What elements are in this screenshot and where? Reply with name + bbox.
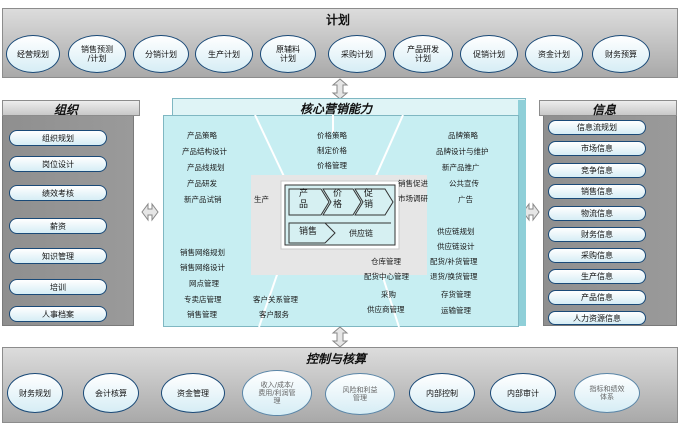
information-item[interactable]: 财务信息 [548,227,646,242]
price-label: 价格策略 [317,131,347,140]
plan-title: 计划 [326,13,351,27]
organization-title: 组织 [54,103,79,117]
supply-label: 存货管理 [441,290,471,299]
plan-item[interactable]: 生产计划 [195,35,253,73]
control-item[interactable]: 风险和利益 管理 [325,373,395,415]
sales-label: 网点管理 [189,279,219,288]
warehouse-label: 仓库管理 [371,257,401,266]
warehouse-label: 供应商管理 [367,305,405,314]
plan-item[interactable]: 促销计划 [460,35,518,73]
double-arrow-icon [331,78,349,100]
product-label: 产品研发 [187,179,217,188]
control-item[interactable]: 内部控制 [409,373,475,413]
center-product: 产品 [299,189,309,210]
sales-label: 销售管理 [187,310,217,319]
information-item[interactable]: 市场信息 [548,141,646,156]
promo-label: 新产品推广 [442,163,480,172]
price-label: 制定价格 [317,146,347,155]
promo-label: 公共宣传 [449,179,479,188]
sales-label: 销售网络规划 [180,248,225,257]
center-supply: 供应链 [349,229,373,238]
information-item[interactable]: 产品信息 [548,290,646,305]
price-label: 价格管理 [317,161,347,170]
customer-label: 客户关系管理 [253,295,298,304]
warehouse-label: 采购 [381,290,396,299]
information-item[interactable]: 竞争信息 [548,163,646,178]
information-title: 信息 [592,103,617,117]
organization-item[interactable]: 薪资 [9,218,107,234]
control-item[interactable]: 收入/成本/ 费用/利润管 理 [242,370,312,416]
control-item[interactable]: 内部审计 [490,373,556,413]
center-price: 价格 [333,189,343,210]
information-item[interactable]: 物流信息 [548,206,646,221]
promo-label: 广告 [458,195,473,204]
sales-promotion-label: 销售促进 [398,179,428,188]
information-header [539,100,677,116]
organization-item[interactable]: 岗位设计 [9,156,107,172]
supply-label: 配货/补货管理 [430,257,478,266]
core-divider-lines [251,115,427,327]
control-item[interactable]: 会计核算 [83,373,139,413]
control-title: 控制与核算 [306,352,367,366]
plan-item[interactable]: 资金计划 [525,35,583,73]
warehouse-label: 配货中心管理 [364,272,409,281]
control-item[interactable]: 指标和绩效 体系 [574,373,640,413]
plan-item[interactable]: 原辅料 计划 [260,35,316,73]
product-label: 产品线规划 [187,163,225,172]
control-item[interactable]: 财务规划 [7,373,63,413]
organization-header [2,100,140,116]
plan-item[interactable]: 采购计划 [328,35,386,73]
plan-item[interactable]: 分销计划 [133,35,189,73]
information-item[interactable]: 销售信息 [548,184,646,199]
plan-item[interactable]: 销售预测 /计划 [68,35,126,73]
market-research-label: 市场调研 [398,194,428,203]
center-sales: 销售 [299,227,318,237]
organization-item[interactable]: 人事档案 [9,306,107,322]
organization-item[interactable]: 培训 [9,279,107,295]
promo-label: 品牌策略 [448,131,478,140]
information-item[interactable]: 采购信息 [548,248,646,263]
control-item[interactable]: 资金管理 [161,373,225,413]
sales-label: 销售网络设计 [180,263,225,272]
product-label: 产品结构设计 [182,147,227,156]
supply-label: 供应链设计 [437,242,475,251]
sales-label: 专卖店管理 [184,295,222,304]
production-label: 生产 [254,195,269,204]
supply-label: 供应链规划 [437,227,475,236]
supply-label: 运输管理 [441,306,471,315]
product-label: 产品策略 [187,131,217,140]
plan-item[interactable]: 产品研发 计划 [393,35,453,73]
organization-item[interactable]: 组织规划 [9,130,107,146]
organization-item[interactable]: 绩效考核 [9,185,107,201]
promo-label: 品牌设计与维护 [436,147,489,156]
supply-label: 退货/换货管理 [430,272,478,281]
left-right-arrow-icon [522,202,540,222]
information-item[interactable]: 信息流规划 [548,120,646,135]
information-item[interactable]: 生产信息 [548,269,646,284]
core-title: 核心营销能力 [300,102,373,116]
plan-item[interactable]: 经营规划 [6,35,60,73]
plan-item[interactable]: 财务预算 [592,35,650,73]
information-item[interactable]: 人力资源信息 [548,311,646,325]
product-label: 新产品试销 [184,195,222,204]
left-right-arrow-icon [141,202,159,222]
center-promo: 促销 [364,189,374,210]
organization-item[interactable]: 知识管理 [9,248,107,264]
customer-label: 客户服务 [259,310,289,319]
core-side-shade [518,100,526,326]
double-arrow-icon [331,326,349,348]
